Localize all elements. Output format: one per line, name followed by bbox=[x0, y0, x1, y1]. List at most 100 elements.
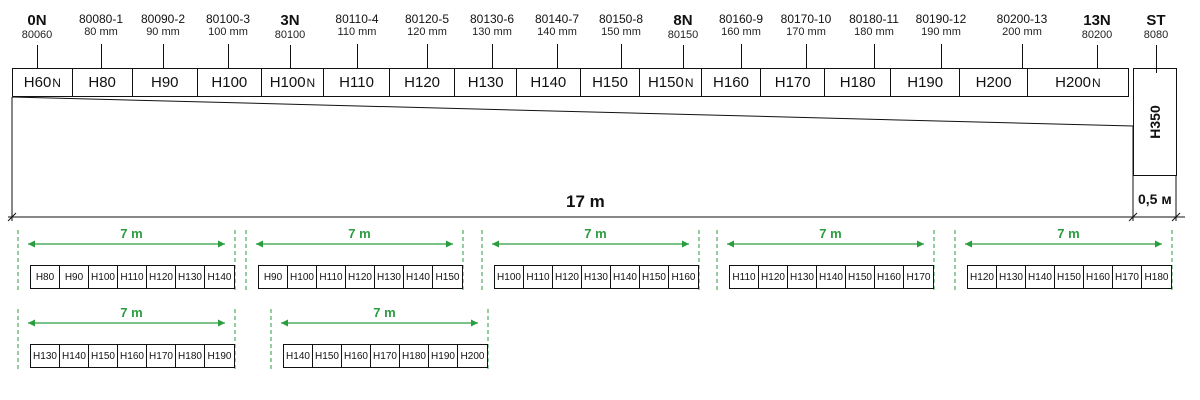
bar-cell: H90 bbox=[133, 69, 199, 96]
group-arrow-right bbox=[1155, 240, 1162, 248]
label-tick bbox=[557, 44, 558, 72]
label-tick bbox=[101, 44, 102, 72]
group-arrow-left bbox=[492, 240, 499, 248]
bar-cell-label: H100 bbox=[269, 74, 306, 91]
bar-cell: H140 bbox=[517, 69, 581, 96]
label-tick bbox=[1022, 44, 1023, 72]
group-cell: H150 bbox=[313, 345, 342, 367]
bar-cell: H160 bbox=[702, 69, 761, 96]
bar-cell-suffix: N bbox=[684, 75, 694, 90]
bar-cell-label: H150 bbox=[647, 74, 684, 91]
bar-cell-label: H200 bbox=[975, 74, 1012, 91]
group-length-label: 7 m bbox=[373, 305, 396, 320]
group-cell: H150 bbox=[435, 271, 460, 283]
group-cell: H170 bbox=[371, 345, 400, 367]
label-sub: 80150 bbox=[667, 29, 699, 41]
bar-cell-label: H120 bbox=[404, 74, 440, 91]
label-sub: 8080 bbox=[1143, 29, 1169, 41]
bar-cell-label: H80 bbox=[88, 74, 116, 91]
dimension-tick bbox=[1171, 212, 1181, 222]
group-cell: H100 bbox=[89, 266, 118, 288]
label-sub: 90 mm bbox=[146, 26, 180, 38]
group-cell: H120 bbox=[968, 266, 997, 288]
group-length-label: 7 m bbox=[584, 226, 607, 241]
label-code: 80090-2 bbox=[140, 12, 186, 26]
label-sub: 100 mm bbox=[208, 26, 248, 38]
bar-cell: H200 bbox=[960, 69, 1028, 96]
label-tick bbox=[37, 45, 38, 73]
group-cell: H90 bbox=[60, 266, 89, 288]
label-sub: 160 mm bbox=[721, 26, 761, 38]
st-length-label: 0,5 м bbox=[1138, 191, 1172, 207]
group-arrow-left bbox=[727, 240, 734, 248]
group-cell: H120 bbox=[147, 266, 176, 288]
group-arrow-left bbox=[256, 240, 263, 248]
group-cell: H190 bbox=[429, 345, 458, 367]
channel-slope-line bbox=[11, 96, 1134, 127]
group-cell: H180 bbox=[1144, 271, 1169, 283]
label-sub: 130 mm bbox=[472, 26, 512, 38]
group-cell: H130 bbox=[582, 266, 611, 288]
group-cell: H100 bbox=[495, 266, 524, 288]
bar-cell-label: H90 bbox=[151, 74, 179, 91]
group-arrow-right bbox=[682, 240, 689, 248]
bar-cell-label: H100 bbox=[211, 74, 248, 91]
group-cell: H130 bbox=[997, 266, 1026, 288]
bar-cell: H80 bbox=[73, 69, 133, 96]
group-cell: H110 bbox=[317, 266, 346, 288]
group-arrow-right bbox=[218, 240, 225, 248]
label-code: 80170-10 bbox=[780, 12, 832, 26]
label-tick bbox=[492, 44, 493, 72]
st-box: H350 bbox=[1133, 68, 1177, 176]
group-cell: H130 bbox=[31, 345, 60, 367]
bar-cell: H170 bbox=[761, 69, 826, 96]
label-sub: 80060 bbox=[21, 29, 53, 41]
group-cell: H200 bbox=[460, 350, 485, 362]
label-tick bbox=[874, 44, 875, 72]
group-cell: H140 bbox=[60, 345, 89, 367]
group-length-label: 7 m bbox=[348, 226, 371, 241]
label-tick bbox=[1097, 45, 1098, 73]
label-sub: 80100 bbox=[274, 29, 306, 41]
bar-cell-label: H130 bbox=[467, 74, 504, 91]
group-cell: H130 bbox=[375, 266, 404, 288]
label-code: 80130-6 bbox=[469, 12, 515, 26]
label-code: 80110-4 bbox=[335, 12, 379, 26]
group-cell: H180 bbox=[400, 345, 429, 367]
group-cell: H80 bbox=[31, 266, 60, 288]
bar-cell-label: H170 bbox=[774, 74, 811, 91]
label-code: 0N bbox=[27, 12, 47, 29]
group-cell: H160 bbox=[118, 345, 147, 367]
group-cell: H140 bbox=[611, 266, 640, 288]
group-cell: H140 bbox=[1026, 266, 1055, 288]
group-arrow-right bbox=[446, 240, 453, 248]
group-cell: H170 bbox=[906, 271, 931, 283]
bar-cell-label: H160 bbox=[713, 74, 749, 91]
label-tick bbox=[941, 44, 942, 72]
label-sub: 170 mm bbox=[786, 26, 826, 38]
group-arrow-right bbox=[218, 319, 225, 327]
label-code: 80180-11 bbox=[849, 12, 899, 26]
group-cell: H170 bbox=[1113, 266, 1142, 288]
label-code: 80140-7 bbox=[534, 12, 580, 26]
group-cell: H110 bbox=[730, 266, 759, 288]
bar-cell-label: H110 bbox=[339, 74, 374, 91]
label-tick bbox=[741, 44, 742, 72]
